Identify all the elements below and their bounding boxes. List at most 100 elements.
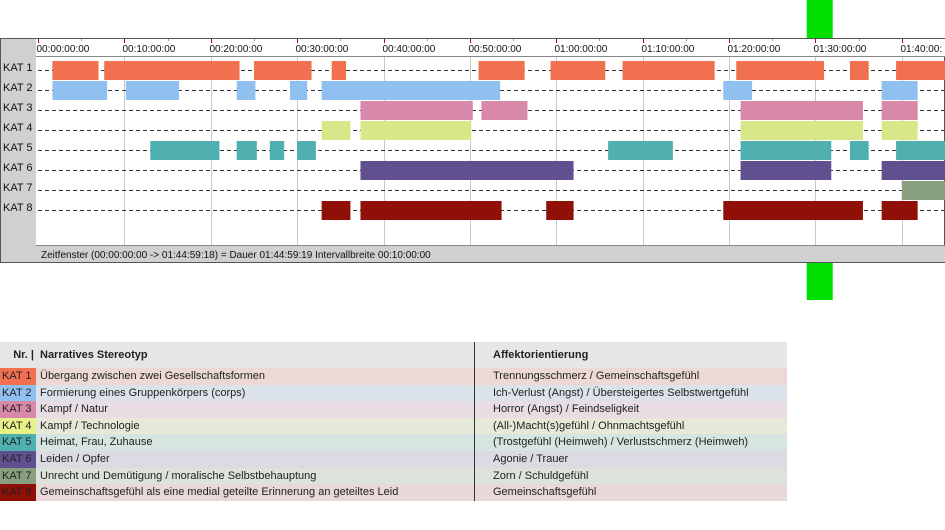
legend-affekt-cell: Ich-Verlust (Angst) / Übersteigertes Sel… xyxy=(493,386,749,399)
category-label: KAT 8 xyxy=(3,202,33,214)
playhead-marker-bottom[interactable] xyxy=(806,263,833,300)
status-bar xyxy=(36,246,945,262)
legend-stereotyp-cell: Kampf / Technologie xyxy=(40,419,140,432)
category-badge: KAT 6 xyxy=(0,450,36,468)
legend-stereotyp-cell: Übergang zwischen zwei Gesellschaftsform… xyxy=(40,370,265,382)
category-segment[interactable] xyxy=(481,101,528,120)
category-segment[interactable] xyxy=(104,61,240,80)
category-label: KAT 4 xyxy=(3,122,33,134)
column-divider xyxy=(464,450,475,468)
time-tick-label: 01:10:00:00 xyxy=(642,44,695,55)
legend-affekt-cell: (All-)Macht(s)gefühl / Ohnmachtsgefühl xyxy=(493,419,685,432)
category-segment[interactable] xyxy=(269,141,285,160)
legend-affekt-cell: (Trostgefühl (Heimweh) / Verlustschmerz … xyxy=(493,436,749,449)
category-segment[interactable] xyxy=(289,81,308,100)
legend-affekt-cell: Trennungsschmerz / Gemeinschaftsgefühl xyxy=(493,370,700,382)
column-divider xyxy=(464,368,475,385)
category-segment[interactable] xyxy=(125,81,180,100)
category-segment[interactable] xyxy=(52,61,99,80)
legend-row: KAT 3 Kampf / Natur Horror (Angst) / Feind… xyxy=(0,401,787,418)
category-segment[interactable] xyxy=(360,121,472,140)
legend-header-row: Nr. | Narratives Stereotyp Affektorienti… xyxy=(0,342,787,368)
category-segment[interactable] xyxy=(253,61,312,80)
legend-nr-cell: KAT 1 xyxy=(0,368,36,385)
legend-row: KAT 1 Übergang zwischen zwei Gesellschaft… xyxy=(0,368,787,385)
category-segment[interactable] xyxy=(321,81,501,100)
playhead-marker-top[interactable] xyxy=(806,0,833,38)
category-segment[interactable] xyxy=(740,141,832,160)
category-segment[interactable] xyxy=(478,61,525,80)
category-segment[interactable] xyxy=(360,101,473,120)
category-segment[interactable] xyxy=(150,141,220,160)
category-segment[interactable] xyxy=(236,141,257,160)
legend-row: KAT 6 Leiden / Opfer Agonie / Trauer xyxy=(0,450,787,468)
category-label: KAT 6 xyxy=(3,162,33,174)
category-legend-table: Nr. | Narratives Stereotyp Affektorienti… xyxy=(0,342,787,501)
category-label-column xyxy=(1,39,36,262)
category-label: KAT 2 xyxy=(3,82,33,94)
category-segment[interactable] xyxy=(881,101,918,120)
legend-nr-cell: KAT 7 xyxy=(0,467,36,485)
header-stereotyp: Narratives Stereotyp xyxy=(40,349,148,361)
time-tick-label: 00:50:00:00 xyxy=(469,44,522,55)
header-affekt: Affektorientierung xyxy=(493,349,589,361)
time-tick-label: 01:30:00:00 xyxy=(814,44,867,55)
column-divider xyxy=(464,342,475,368)
category-segment[interactable] xyxy=(740,121,863,140)
category-badge: KAT 3 xyxy=(0,401,36,418)
category-segment[interactable] xyxy=(723,81,753,100)
category-segment[interactable] xyxy=(896,61,945,80)
category-segment[interactable] xyxy=(360,201,502,220)
category-segment[interactable] xyxy=(901,181,945,200)
legend-row: KAT 8 Gemeinschaftsgefühl als eine medial… xyxy=(0,484,787,501)
column-divider xyxy=(464,417,475,435)
category-segment[interactable] xyxy=(321,121,351,140)
time-tick-label: 00:10:00:00 xyxy=(123,44,176,55)
time-tick-label: 00:20:00:00 xyxy=(210,44,263,55)
category-segment[interactable] xyxy=(608,141,673,160)
header-nr: Nr. | xyxy=(13,349,34,361)
legend-affekt-cell: Agonie / Trauer xyxy=(493,452,569,465)
category-segment[interactable] xyxy=(881,81,918,100)
category-segment[interactable] xyxy=(849,141,869,160)
category-segment[interactable] xyxy=(723,201,863,220)
legend-affekt-cell: Gemeinschaftsgefühl xyxy=(493,486,597,499)
column-divider xyxy=(464,384,475,402)
legend-stereotyp-cell: Heimat, Frau, Zuhause xyxy=(40,436,153,449)
category-segment[interactable] xyxy=(546,201,574,220)
category-segment[interactable] xyxy=(881,121,918,140)
category-segment[interactable] xyxy=(236,81,256,100)
category-segment[interactable] xyxy=(881,201,918,220)
category-segment[interactable] xyxy=(52,81,108,100)
category-segment[interactable] xyxy=(297,141,316,160)
category-label: KAT 1 xyxy=(3,62,33,74)
legend-stereotyp-cell: Formierung eines Gruppenkörpers (corps) xyxy=(40,386,246,399)
category-segment[interactable] xyxy=(736,61,825,80)
category-segment[interactable] xyxy=(331,61,347,80)
category-segment[interactable] xyxy=(881,161,945,180)
legend-stereotyp-cell: Leiden / Opfer xyxy=(40,452,110,465)
category-badge: KAT 5 xyxy=(0,434,36,451)
category-segment[interactable] xyxy=(550,61,606,80)
category-segment[interactable] xyxy=(896,141,945,160)
category-badge: KAT 8 xyxy=(0,484,36,501)
legend-stereotyp-cell: Kampf / Natur xyxy=(40,403,108,416)
legend-stereotyp-cell: Gemeinschaftsgefühl als eine medial gete… xyxy=(40,486,399,499)
legend-affekt-cell: Zorn / Schuldgefühl xyxy=(493,469,589,482)
category-segment[interactable] xyxy=(740,101,863,120)
legend-affekt-cell: Horror (Angst) / Feindseligkeit xyxy=(493,403,640,416)
column-divider xyxy=(464,434,475,451)
category-segment[interactable] xyxy=(360,161,574,180)
legend-nr-cell: KAT 8 xyxy=(0,484,36,501)
category-segment[interactable] xyxy=(622,61,715,80)
time-tick-label: 00:00:00:00 xyxy=(37,44,90,55)
legend-nr-cell: KAT 5 xyxy=(0,434,36,451)
category-segment[interactable] xyxy=(740,161,832,180)
legend-stereotyp-cell: Unrecht und Demütigung / moralische Selb… xyxy=(40,469,317,482)
category-segment[interactable] xyxy=(849,61,869,80)
category-segment[interactable] xyxy=(321,201,351,220)
category-badge: KAT 7 xyxy=(0,467,36,485)
time-tick-label: 00:40:00:00 xyxy=(383,44,436,55)
